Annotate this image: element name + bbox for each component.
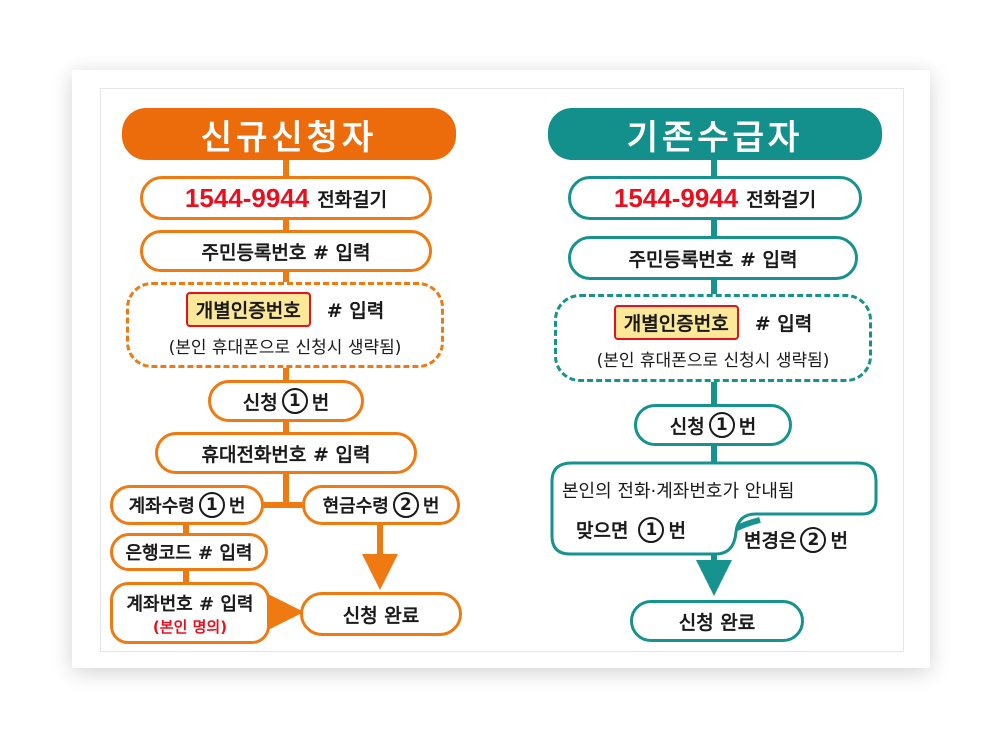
left-account-number: 1 [198,492,225,518]
left-mobile-step: 휴대전화번호 # 입력 [155,432,417,474]
left-cash-prefix: 현금수령 [322,496,389,517]
right-change-option: 변경은 2 번 [744,526,848,553]
right-auth-step: 개별인증번호 # 입력 (본인 휴대폰으로 신청시 생략됨) [554,294,872,382]
left-bank-code-step: 은행코드 # 입력 [110,533,268,571]
right-auth-suffix: # 입력 [754,313,813,335]
left-apply-step: 신청 1 번 [208,380,364,422]
left-account-prefix: 계좌수령 [128,496,195,517]
left-cash-receive-step: 현금수령 2 번 [302,485,460,525]
left-account-note: (본인 명의) [152,617,228,636]
right-change-suffix: 번 [830,530,848,552]
right-guide-text: 본인의 전화·계좌번호가 안내됨 [562,481,795,502]
left-complete-text: 신청 완료 [342,604,420,627]
left-call-step: 1544-9944 전화걸기 [140,176,432,220]
right-apply-step: 신청 1 번 [634,404,792,446]
right-match-suffix: 번 [668,520,686,542]
left-account-suffix: 번 [228,496,246,517]
left-auth-note: (본인 휴대폰으로 신청시 생략됨) [168,338,402,358]
left-auth-suffix: # 입력 [326,300,385,322]
left-account-number-text: 계좌번호 # 입력 [126,593,254,615]
left-complete-step: 신청 완료 [300,592,462,636]
new-applicant-header: 신규신청자 [122,108,456,160]
left-cash-suffix: 번 [422,496,440,517]
infographic-frame [100,88,904,652]
left-phone-number: 1544-9944 [184,182,310,213]
right-match-number: 1 [638,516,665,543]
right-call-step: 1544-9944 전화걸기 [568,176,862,220]
right-auth-note: (본인 휴대폰으로 신청시 생략됨) [596,351,830,371]
right-resident-step: 주민등록번호 # 입력 [568,236,858,280]
left-resident-step: 주민등록번호 # 입력 [140,230,432,272]
left-apply-prefix: 신청 [242,391,278,414]
right-change-prefix: 변경은 [744,530,797,552]
left-account-receive-step: 계좌수령 1 번 [110,485,264,525]
left-mobile-text: 휴대전화번호 # 입력 [201,443,371,466]
right-complete-step: 신청 완료 [630,600,804,642]
left-account-number-step: 계좌번호 # 입력 (본인 명의) [110,582,270,644]
right-call-text: 전화걸기 [746,188,817,211]
right-apply-number: 1 [708,412,735,438]
left-bank-code-text: 은행코드 # 입력 [125,543,253,564]
right-auth-code: 개별인증번호 [613,305,739,340]
right-match-option: 맞으면 1 번 [576,516,686,543]
left-apply-suffix: 번 [311,391,330,414]
right-resident-text: 주민등록번호 # 입력 [628,248,798,271]
right-apply-prefix: 신청 [669,415,705,438]
right-phone-number: 1544-9944 [613,182,739,213]
existing-recipient-header: 기존수급자 [548,108,882,160]
left-call-text: 전화걸기 [317,188,388,211]
right-apply-suffix: 번 [738,415,757,438]
right-match-prefix: 맞으면 [576,520,629,542]
left-auth-step: 개별인증번호 # 입력 (본인 휴대폰으로 신청시 생략됨) [126,282,444,368]
left-auth-code: 개별인증번호 [185,292,311,327]
left-resident-text: 주민등록번호 # 입력 [201,241,371,264]
right-complete-text: 신청 완료 [678,611,756,634]
left-cash-number: 2 [392,492,419,518]
right-change-number: 2 [800,526,827,553]
left-apply-number: 1 [281,388,308,414]
